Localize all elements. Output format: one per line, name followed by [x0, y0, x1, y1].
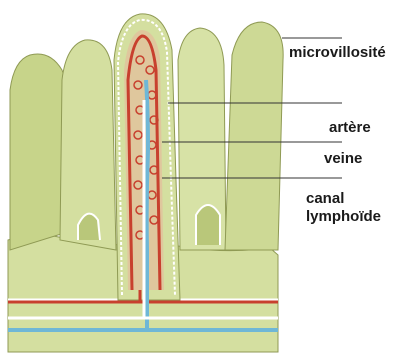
label-canal: canal: [306, 190, 344, 208]
label-lymphoide: lymphoïde: [306, 208, 381, 226]
label-microvillosite: microvillosité: [289, 44, 386, 62]
label-veine: veine: [324, 150, 362, 168]
label-artere: artère: [329, 119, 371, 137]
